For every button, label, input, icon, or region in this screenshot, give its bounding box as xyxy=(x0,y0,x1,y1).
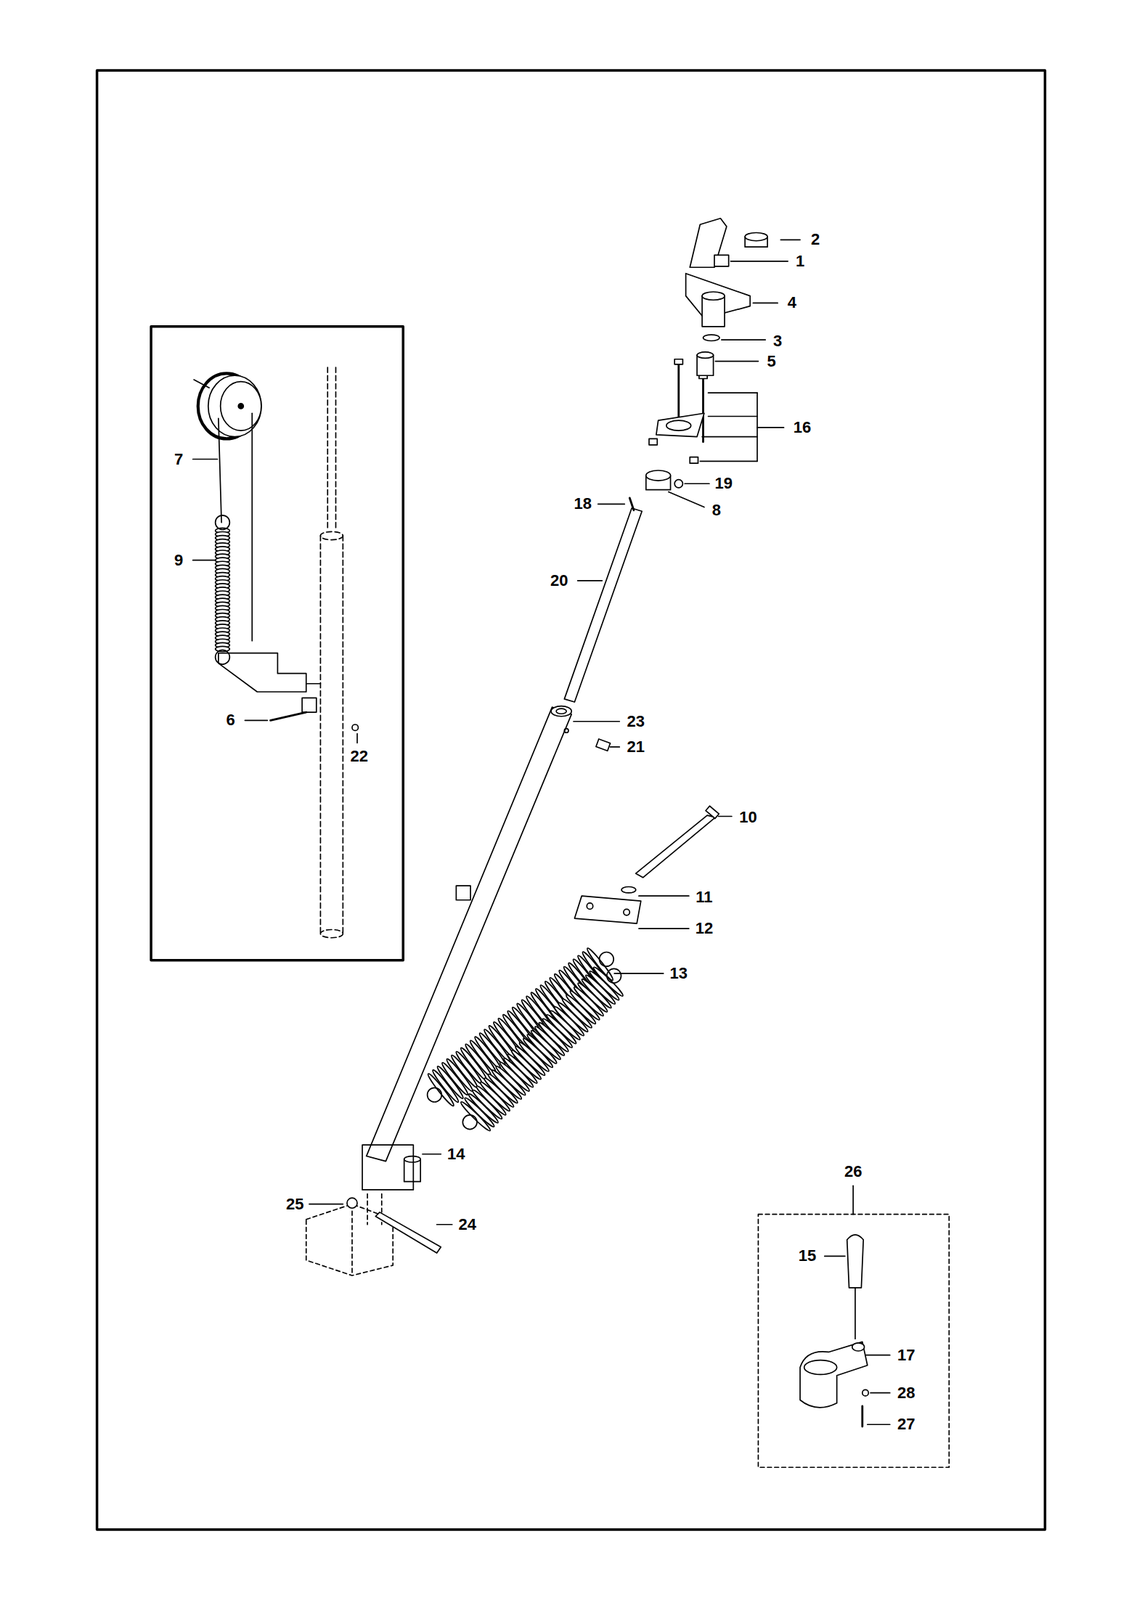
callout-number: 8 xyxy=(710,501,723,520)
spring-hook xyxy=(427,1087,443,1103)
hole xyxy=(564,728,569,734)
callout-number: 23 xyxy=(625,712,647,731)
cable xyxy=(251,413,253,641)
spacer xyxy=(404,1156,421,1182)
spring-coil xyxy=(426,1072,456,1108)
callout-number: 20 xyxy=(548,572,570,590)
spring-hook xyxy=(462,1115,477,1130)
callout-number: 4 xyxy=(786,294,798,312)
spring-bracket xyxy=(574,895,641,924)
handle-arm xyxy=(800,1341,868,1407)
callout-number: 28 xyxy=(895,1384,917,1402)
spring xyxy=(215,515,626,1133)
spring-coil xyxy=(459,1100,493,1133)
nut xyxy=(714,254,729,266)
callout-number: 12 xyxy=(694,919,715,938)
pin xyxy=(629,498,634,511)
callout-number: 25 xyxy=(284,1195,305,1214)
callout-number: 9 xyxy=(172,551,185,570)
callout-number: 5 xyxy=(765,352,778,371)
spring-hook xyxy=(606,968,622,984)
callout-number: 1 xyxy=(794,252,806,271)
cable xyxy=(218,418,222,522)
main-tube xyxy=(366,706,573,1162)
callout-number: 7 xyxy=(172,450,185,468)
cap xyxy=(744,232,768,247)
bolt xyxy=(375,1212,441,1254)
washer xyxy=(703,334,720,341)
rod xyxy=(564,508,642,703)
callout-number: 15 xyxy=(797,1247,818,1265)
washer xyxy=(862,1389,869,1396)
spring-hook xyxy=(599,952,615,968)
callout-number: 22 xyxy=(349,747,370,766)
screw xyxy=(861,1406,864,1427)
inset-frame xyxy=(151,326,403,961)
callout-number: 6 xyxy=(225,711,237,729)
callout-number: 2 xyxy=(809,230,822,249)
callout-number: 14 xyxy=(445,1145,467,1164)
mount-plate xyxy=(362,1144,414,1190)
callout-number: 27 xyxy=(895,1415,917,1434)
spring-coil xyxy=(215,646,231,652)
callout-number: 26 xyxy=(842,1163,864,1181)
bolt xyxy=(635,815,716,878)
handle-arm xyxy=(686,218,751,327)
page-frame xyxy=(97,70,1046,1530)
callout-number: 24 xyxy=(457,1216,478,1234)
tube-tab xyxy=(455,885,471,901)
pulley xyxy=(193,373,262,439)
callout-number: 21 xyxy=(625,738,647,756)
callout-number: 11 xyxy=(694,888,714,907)
handle-knob xyxy=(847,1234,864,1339)
collar xyxy=(646,470,684,491)
tab xyxy=(302,697,317,713)
callout-number: 16 xyxy=(792,418,813,437)
kit-box xyxy=(757,1214,949,1468)
nut xyxy=(352,724,358,731)
callout-number: 13 xyxy=(668,964,689,983)
leader-line xyxy=(193,239,891,1425)
spring-plate xyxy=(218,653,307,692)
tube-outline xyxy=(320,367,343,938)
sleeve xyxy=(696,352,713,376)
callout-number: 3 xyxy=(771,331,784,350)
spring-hook xyxy=(215,515,231,530)
callout-number: 17 xyxy=(895,1346,917,1365)
callout-number: 18 xyxy=(572,495,593,513)
screw xyxy=(596,739,611,751)
callout-number: 10 xyxy=(737,808,758,827)
screw xyxy=(270,712,307,721)
washer xyxy=(621,886,636,893)
spring-hook xyxy=(215,649,231,665)
callout-number: 19 xyxy=(712,474,734,493)
base-bracket xyxy=(306,1194,393,1276)
nut xyxy=(347,1197,358,1209)
